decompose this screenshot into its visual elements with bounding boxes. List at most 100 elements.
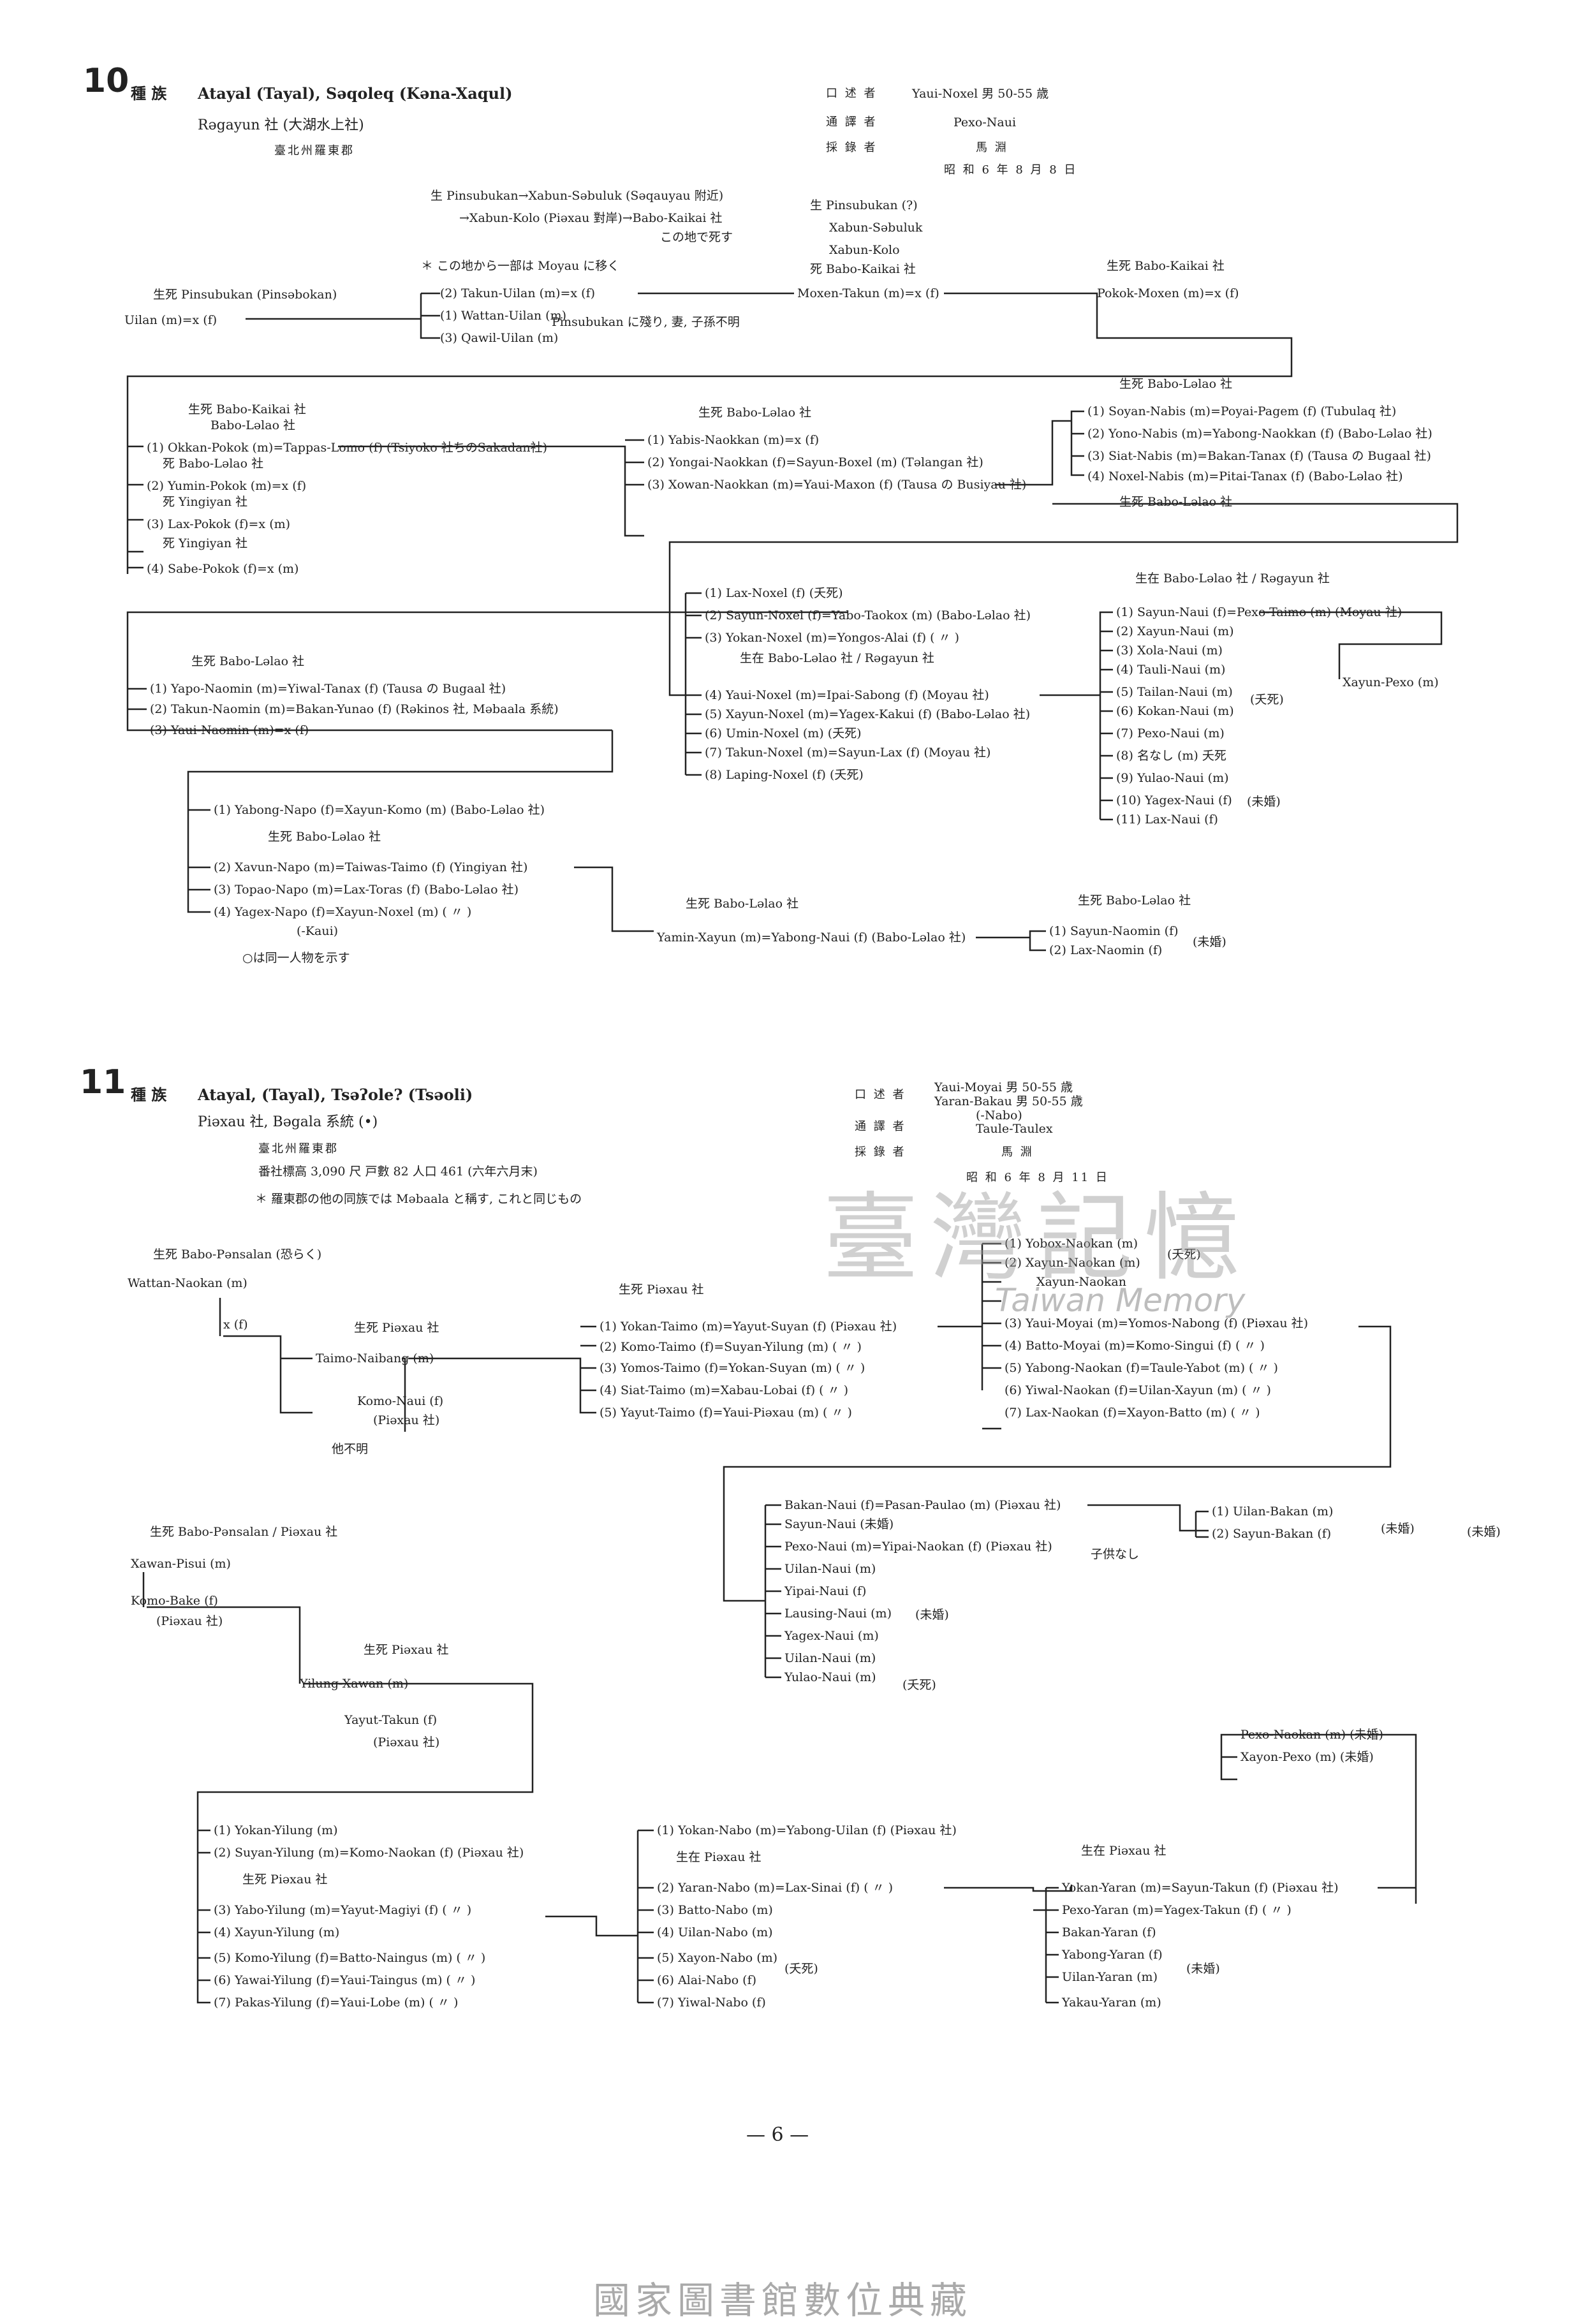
- s10-translator-label: 通 譯 者: [826, 115, 878, 129]
- person: (3) Topao-Napo (m)=Lax-Toras (f) (Babo-L…: [214, 883, 519, 897]
- person: (9) Yulao-Naui (m): [1116, 771, 1229, 785]
- section-11-label: 種 族: [131, 1085, 167, 1104]
- person: (1) Yobox-Naokan (m): [1005, 1237, 1138, 1251]
- person: (6) Alai-Nabo (f): [657, 1973, 757, 1987]
- person: (2) Yono-Nabis (m)=Yabong-Naokkan (f) (B…: [1087, 427, 1432, 441]
- note: 生死 Babo-Kaikai 社: [188, 402, 306, 416]
- section-11-village: Piəxau 社, Bəgala 系統 (•): [198, 1114, 378, 1130]
- section-11-region: 臺北州羅東郡: [258, 1142, 339, 1156]
- s11-recorder-label: 採 錄 者: [855, 1145, 906, 1159]
- note: 子供なし: [1091, 1547, 1140, 1561]
- note: Xabun-Səbuluk: [829, 221, 923, 235]
- person: (6) Kokan-Naui (m): [1116, 704, 1234, 718]
- note: 生死 Babo-Ləlao 社: [686, 897, 799, 911]
- person: (5) Tailan-Naui (m): [1116, 685, 1233, 699]
- person: (2) Yaran-Nabo (m)=Lax-Sinai (f) ( 〃 ): [657, 1881, 894, 1895]
- person: Pexo-Naokan (m) (未婚): [1240, 1728, 1383, 1742]
- person: (3) Xowan-Naokkan (m)=Yaui-Maxon (f) (Ta…: [647, 478, 1027, 492]
- person: (2) Yumin-Pokok (m)=x (f): [147, 479, 307, 493]
- note: 生死 Piəxau 社: [242, 1872, 328, 1886]
- s11-translator-label: 通 譯 者: [855, 1120, 906, 1133]
- person: (5) Yayut-Taimo (f)=Yaui-Piəxau (m) ( 〃 …: [600, 1406, 852, 1420]
- person: (10) Yagex-Naui (f): [1116, 793, 1232, 807]
- s11-narrator-2b: (-Nabo): [976, 1108, 1022, 1122]
- person: (4) Siat-Taimo (m)=Xabau-Lobai (f) ( 〃 ): [600, 1383, 849, 1397]
- s10-narrator-label: 口 述 者: [826, 87, 878, 100]
- person: Xayun-Pexo (m): [1343, 675, 1439, 689]
- section-11-stats: 番社標高 3,090 尺 戸數 82 人口 461 (六年六月末): [258, 1165, 538, 1179]
- person: (3) Batto-Nabo (m): [657, 1903, 773, 1917]
- person: (7) Pakas-Yilung (f)=Yaui-Lobe (m) ( 〃 ): [214, 1996, 459, 2010]
- note: (夭死): [1250, 693, 1284, 707]
- person: (4) Sabe-Pokok (f)=x (m): [147, 562, 299, 576]
- person: (3) Yabo-Yilung (m)=Yayut-Magiyi (f) ( 〃…: [214, 1903, 472, 1917]
- note: (未婚): [915, 1608, 949, 1622]
- person: Wattan-Naokan (m): [128, 1276, 247, 1290]
- person: Uilan-Naui (m): [784, 1562, 876, 1576]
- person: (1) Wattan-Uilan (m): [440, 309, 567, 323]
- note: Xabun-Kolo: [829, 243, 900, 257]
- person: Yagex-Naui (m): [784, 1629, 879, 1643]
- person: (4) Noxel-Nabis (m)=Pitai-Tanax (f) (Bab…: [1087, 469, 1403, 483]
- person: (6) Umin-Noxel (m) (夭死): [705, 726, 862, 740]
- section-10-region: 臺北州羅東郡: [274, 144, 355, 158]
- note: 生死 Babo-Pənsalan (恐らく): [153, 1247, 322, 1261]
- person: (2) Sayun-Bakan (f): [1212, 1527, 1332, 1541]
- person: (8) 名なし (m) 夭死: [1116, 749, 1226, 763]
- person: (2) Suyan-Yilung (m)=Komo-Naokan (f) (Pi…: [214, 1846, 524, 1860]
- section-10-number: 10: [83, 62, 129, 100]
- s10-recorder: 馬 淵: [976, 141, 1008, 154]
- person: (1) Sayun-Naomin (f): [1049, 924, 1179, 938]
- person: (3) Qawil-Uilan (m): [440, 331, 559, 345]
- person: Yilung-Xawan (m): [300, 1677, 409, 1691]
- person: (5) Xayun-Noxel (m)=Yagex-Kakui (f) (Bab…: [705, 707, 1031, 721]
- note: 生死 Babo-Ləlao 社: [1119, 377, 1233, 391]
- person: (2) Xayun-Naokan (m): [1005, 1256, 1140, 1270]
- person: (1) Uilan-Bakan (m): [1212, 1504, 1334, 1519]
- person: Komo-Bake (f): [131, 1594, 218, 1608]
- note: 生在 Babo-Ləlao 社 / Rəgayun 社: [740, 651, 934, 665]
- person: Yulao-Naui (m): [784, 1670, 876, 1684]
- note: (夭死): [784, 1962, 818, 1976]
- person: Yayut-Takun (f): [344, 1713, 438, 1727]
- person: (2) Xayun-Naui (m): [1116, 624, 1234, 638]
- person: (4) Uilan-Nabo (m): [657, 1925, 773, 1939]
- person: Yakau-Yaran (m): [1062, 1996, 1161, 2010]
- section-10-title: Atayal (Tayal), Səqoleq (Kəna-Xaqul): [198, 84, 513, 103]
- person: (8) Laping-Noxel (f) (夭死): [705, 768, 864, 782]
- note: (Piəxau 社): [373, 1413, 440, 1427]
- person: Xawan-Pisui (m): [131, 1557, 231, 1571]
- note: 他不明: [332, 1442, 369, 1456]
- person: (2) Komo-Taimo (f)=Suyan-Yilung (m) ( 〃 …: [600, 1340, 862, 1354]
- person: (2) Takun-Uilan (m)=x (f): [440, 286, 596, 300]
- person: (3) Yaui-Naomin (m)=x (f): [150, 723, 309, 737]
- watermark: 臺灣記憶: [823, 1183, 1252, 1294]
- s11-recorder: 馬 淵: [1001, 1145, 1034, 1159]
- s10-date: 昭 和 6 年 8 月 8 日: [944, 163, 1078, 177]
- person: Lausing-Naui (m): [784, 1607, 892, 1621]
- person: (1) Soyan-Nabis (m)=Poyai-Pagem (f) (Tub…: [1087, 404, 1397, 418]
- note: 生死 Pinsubukan (Pinsəbokan): [153, 288, 337, 302]
- note: 生 Pinsubukan (?): [810, 198, 918, 212]
- page-number: — 6 —: [746, 2124, 809, 2146]
- note: 生死 Babo-Ləlao 社: [698, 406, 812, 420]
- person: (1) Yapo-Naomin (m)=Yiwal-Tanax (f) (Tau…: [150, 682, 506, 696]
- person: (7) Takun-Noxel (m)=Sayun-Lax (f) (Moyau…: [705, 746, 991, 760]
- person: (6) Yawai-Yilung (f)=Yaui-Taingus (m) ( …: [214, 1973, 476, 1987]
- section-11-note: ＊ 羅東郡の他の同族では Məbaala と稱す, これと同じもの: [255, 1192, 582, 1206]
- note: 生在 Babo-Ləlao 社 / Rəgayun 社: [1135, 571, 1330, 585]
- note: 生死 Babo-Kaikai 社: [1107, 259, 1225, 273]
- person: Pexo-Yaran (m)=Yagex-Takun (f) ( 〃 ): [1062, 1903, 1292, 1917]
- person: (1) Yokan-Yilung (m): [214, 1823, 338, 1837]
- person: Uilan-Naui (m): [784, 1651, 876, 1665]
- s11-narrator-2: Yaran-Bakau 男 50-55 歳: [934, 1094, 1083, 1108]
- person: (4) Tauli-Naui (m): [1116, 663, 1226, 677]
- note: (未婚): [1186, 1962, 1220, 1976]
- person: (11) Lax-Naui (f): [1116, 813, 1218, 827]
- note: (未婚): [1467, 1525, 1501, 1539]
- note: 生死 Babo-Ləlao 社: [268, 830, 381, 844]
- note: 生死 Babo-Ləlao 社: [1119, 495, 1233, 509]
- note: 生 Pinsubukan→Xabun-Səbuluk (Səqauyau 附近): [431, 189, 724, 203]
- note: 生死 Piəxau 社: [364, 1643, 449, 1657]
